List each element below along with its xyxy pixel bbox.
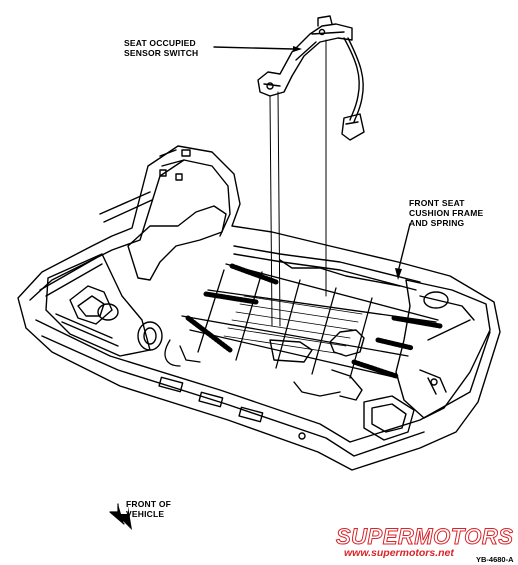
front-direction-arrow [116, 506, 132, 530]
switch-arrowhead [293, 46, 302, 52]
supermotors-watermark: SUPERMOTORS www.supermotors.net [335, 524, 514, 560]
label-line: FRONT OF [126, 499, 172, 509]
cushion-frame-label: FRONT SEAT CUSHION FRAME AND SPRING [409, 198, 483, 228]
label-line: CUSHION FRAME [409, 208, 484, 218]
springs [164, 263, 443, 379]
front-of-vehicle-label: FRONT OF VEHICLE [126, 499, 171, 519]
label-line: FRONT SEAT [409, 198, 465, 208]
watermark-brand: SUPERMOTORS [335, 524, 514, 550]
switch-leader [213, 46, 294, 50]
seat-cushion-frame [17, 145, 501, 471]
frame-arrowhead [395, 268, 402, 280]
sensor-switch-assembly [257, 15, 365, 141]
seat-occupied-sensor-switch-label: SEAT OCCUPIED SENSOR SWITCH [124, 38, 198, 58]
figure-number: YB-4680-A [476, 555, 514, 564]
label-line: SENSOR SWITCH [124, 48, 199, 58]
watermark-url: www.supermotors.net [344, 547, 454, 559]
label-line: VEHICLE [126, 509, 165, 519]
label-line: SEAT OCCUPIED [124, 38, 196, 48]
label-line: AND SPRING [409, 218, 465, 228]
frame-leader [397, 223, 411, 273]
